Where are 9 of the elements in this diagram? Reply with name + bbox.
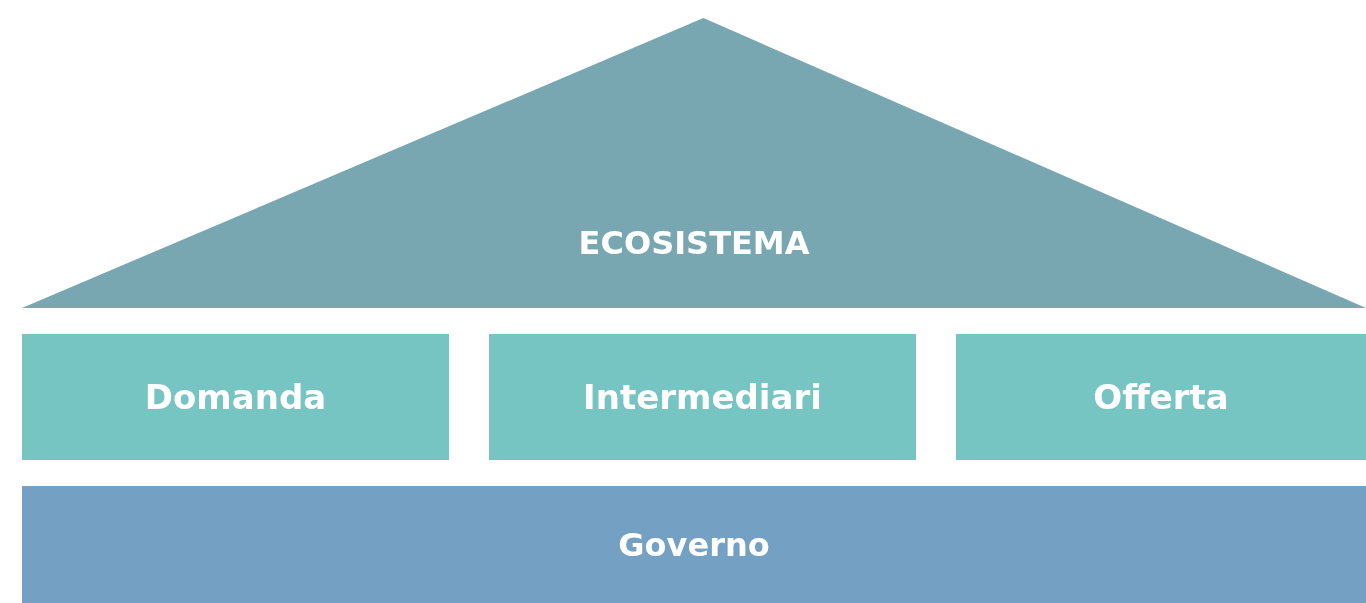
pillar-box xyxy=(489,334,916,460)
node-label: Domanda xyxy=(144,377,327,417)
pillar-box xyxy=(22,334,449,460)
node-label: Governo xyxy=(618,525,770,564)
node-label: Offerta xyxy=(1093,377,1229,417)
pillar-box xyxy=(956,334,1366,460)
node-label: Intermediari xyxy=(583,377,822,417)
node-label: ECOSISTEMA xyxy=(578,224,810,262)
base-box xyxy=(22,486,1366,603)
